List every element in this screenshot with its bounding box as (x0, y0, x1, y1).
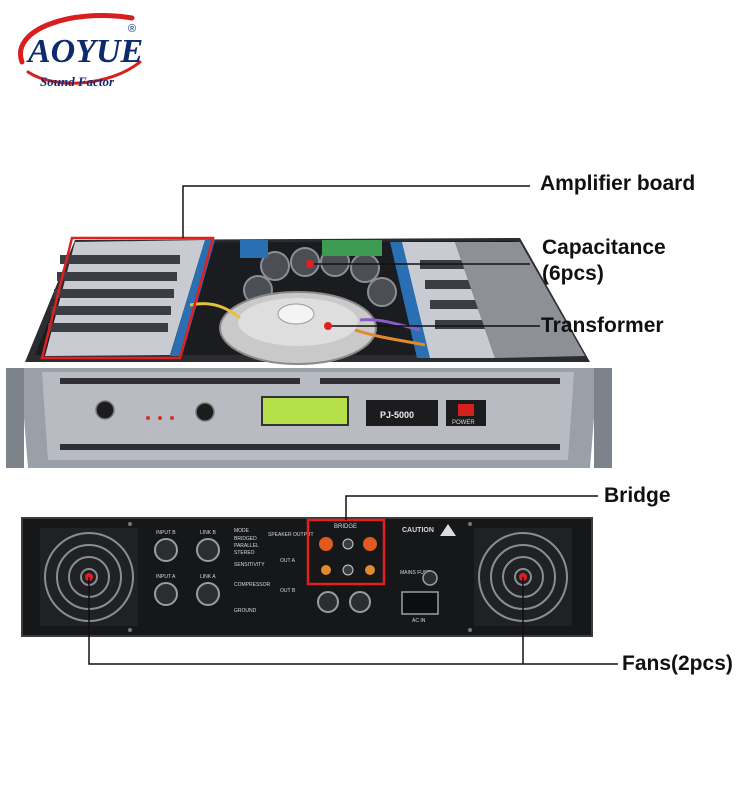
bridge-panel-label: BRIDGE (334, 524, 357, 530)
out-b-speakon (349, 591, 371, 613)
svg-text:BRIDGED: BRIDGED (234, 536, 257, 542)
svg-text:GROUND: GROUND (234, 608, 257, 614)
brand-tagline: Sound Factor (40, 74, 115, 89)
capacitance-count-label: (6pcs) (542, 262, 604, 285)
fans-leader (88, 577, 618, 665)
svg-text:MAINS FUSE: MAINS FUSE (400, 570, 431, 576)
annotations (40, 185, 618, 665)
input-b-connector (154, 538, 178, 562)
svg-text:INPUT A: INPUT A (156, 574, 176, 580)
registered-mark: ® (128, 23, 136, 35)
svg-text:LINK B: LINK B (200, 530, 217, 536)
power-switch (458, 404, 474, 416)
svg-text:SPEAKER OUTPUT: SPEAKER OUTPUT (268, 532, 314, 538)
link-b-connector (196, 538, 220, 562)
link-a-connector (196, 582, 220, 606)
svg-text:INPUT B: INPUT B (156, 530, 176, 536)
transformer-label: Transformer (541, 314, 664, 337)
out-a-speakon (317, 591, 339, 613)
bridge-label: Bridge (604, 484, 671, 507)
amplifier-board-leader (182, 185, 530, 238)
amplifier-board-highlight (40, 236, 215, 360)
svg-text:OUT A: OUT A (280, 558, 296, 564)
volume-knob-a (95, 400, 115, 420)
volume-knob-b (195, 402, 215, 422)
svg-text:PARALLEL: PARALLEL (234, 543, 259, 549)
svg-text:SENSITIVITY: SENSITIVITY (234, 562, 265, 568)
capacitance-label: Capacitance (542, 236, 666, 259)
svg-text:AC IN: AC IN (412, 618, 426, 624)
brand-logo: AOYUE ® Sound Factor (17, 13, 143, 89)
svg-text:STEREO: STEREO (234, 550, 255, 556)
amplifier-board-label: Amplifier board (540, 172, 696, 195)
ac-inlet (401, 591, 439, 615)
amplifier-top-view: PJ-5000 POWER (6, 238, 612, 468)
bridge-leader (345, 495, 598, 520)
svg-text:OUT B: OUT B (280, 588, 296, 594)
brand-name: AOYUE (26, 33, 143, 70)
lcd-display (261, 396, 349, 426)
fans-label: Fans(2pcs) (622, 652, 733, 675)
svg-text:LINK A: LINK A (200, 574, 216, 580)
power-label: POWER (452, 420, 475, 426)
bridge-terminals (319, 537, 377, 576)
input-a-connector (154, 582, 178, 606)
svg-text:COMPRESSOR: COMPRESSOR (234, 582, 271, 588)
model-label: PJ-5000 (380, 410, 414, 420)
svg-text:MODE: MODE (234, 528, 250, 534)
svg-text:CAUTION: CAUTION (402, 527, 434, 534)
